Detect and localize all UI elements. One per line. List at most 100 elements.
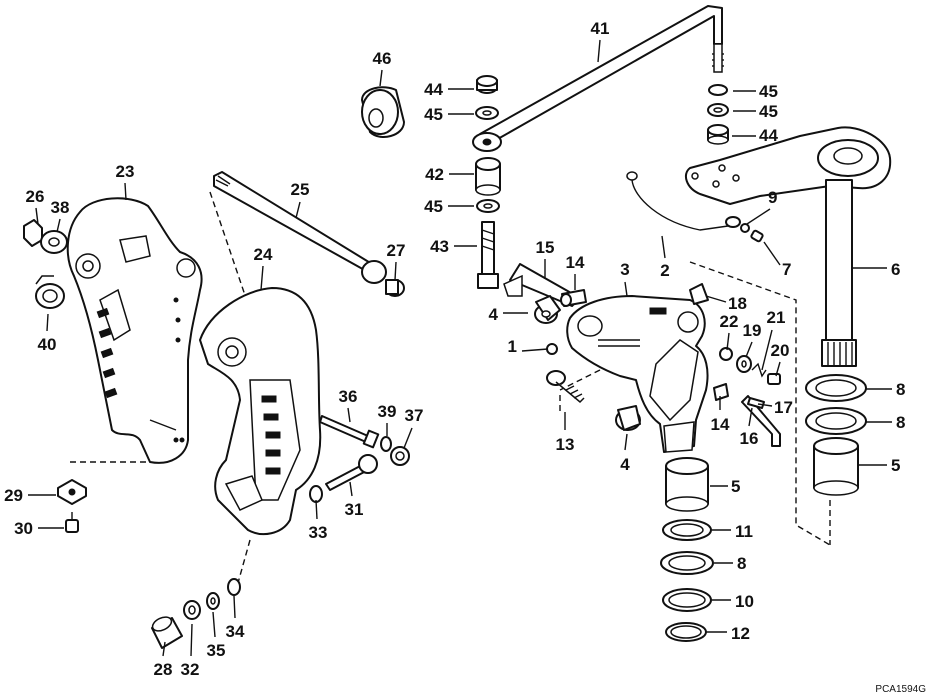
bushing-27 bbox=[385, 279, 405, 297]
washer-45-upper-left bbox=[475, 106, 499, 120]
callout-leader-c22 bbox=[726, 332, 730, 351]
bushing-42 bbox=[475, 157, 501, 196]
bushing-4-upper bbox=[534, 295, 561, 324]
washer-8-middle bbox=[805, 407, 867, 435]
clamp-bracket-left bbox=[66, 197, 203, 464]
callout-label-c12: 12 bbox=[731, 624, 750, 643]
steering-link-rod-41 bbox=[472, 5, 724, 152]
clamp-bracket-right bbox=[199, 287, 322, 536]
bushing-28 bbox=[151, 616, 183, 649]
bearing-5-left bbox=[665, 457, 709, 512]
retaining-ring-12 bbox=[665, 622, 707, 642]
bearing-5-right bbox=[813, 437, 859, 496]
callout-label-c7: 7 bbox=[782, 260, 791, 279]
callout-label-c10: 10 bbox=[735, 592, 754, 611]
callout-label-c19: 19 bbox=[743, 321, 762, 340]
bolt-31 bbox=[325, 454, 378, 491]
callout-label-c3: 3 bbox=[620, 260, 629, 279]
callout-label-c37: 37 bbox=[405, 406, 424, 425]
screw-7 bbox=[750, 229, 764, 243]
washer-33 bbox=[309, 485, 323, 503]
callout-leader-c16 bbox=[748, 407, 753, 427]
pin-14-upper bbox=[560, 289, 587, 307]
callout-leader-c17 bbox=[757, 403, 773, 407]
callout-label-c25: 25 bbox=[291, 180, 310, 199]
callout-label-c43: 43 bbox=[430, 237, 449, 256]
callout-label-c15: 15 bbox=[536, 238, 555, 257]
callout-label-c6: 6 bbox=[891, 260, 900, 279]
callout-label-c14a: 14 bbox=[566, 253, 585, 272]
roller-46 bbox=[361, 86, 405, 138]
clamp-plate-29 bbox=[57, 479, 87, 505]
callout-leader-c38 bbox=[56, 218, 61, 233]
tilt-tube-25 bbox=[213, 171, 387, 284]
callout-label-c45d: 45 bbox=[759, 102, 778, 121]
callout-label-c44a: 44 bbox=[424, 80, 443, 99]
callout-leader-c41 bbox=[597, 39, 601, 63]
nut-44-right bbox=[707, 124, 729, 145]
washer-19 bbox=[736, 355, 752, 373]
steering-arm-shaft-6 bbox=[684, 126, 892, 367]
callout-label-c8c: 8 bbox=[737, 554, 746, 573]
callout-leader-c36 bbox=[347, 407, 351, 423]
washer-34 bbox=[227, 578, 241, 596]
callout-leader-c27 bbox=[394, 261, 397, 281]
callout-label-c39: 39 bbox=[378, 402, 397, 421]
callout-label-c18: 18 bbox=[728, 294, 747, 313]
callout-label-c46: 46 bbox=[373, 49, 392, 68]
callout-leader-c35 bbox=[212, 611, 216, 638]
washer-9 bbox=[740, 223, 750, 233]
callout-labels: 1234455678889101112131414151617181920212… bbox=[4, 19, 905, 679]
callout-leader-c33 bbox=[315, 499, 318, 520]
callout-label-c11: 11 bbox=[735, 522, 753, 541]
figure-reference-code: PCA1594G bbox=[875, 684, 926, 695]
callout-label-c4a: 4 bbox=[489, 305, 499, 324]
pin-14-lower bbox=[713, 383, 729, 401]
callout-label-c41: 41 bbox=[591, 19, 610, 38]
callout-label-c32: 32 bbox=[181, 660, 200, 679]
callout-leader-c31 bbox=[349, 481, 353, 497]
nut-37 bbox=[390, 446, 410, 466]
callout-label-c31: 31 bbox=[345, 500, 364, 519]
nut-38 bbox=[40, 230, 68, 254]
washer-8-upper bbox=[805, 374, 867, 402]
callout-leader-c32 bbox=[190, 623, 193, 657]
fitting-1 bbox=[546, 343, 558, 355]
tilt-lock-13 bbox=[546, 370, 585, 404]
spring-18 bbox=[689, 283, 709, 305]
grease-fitting-26 bbox=[23, 219, 43, 247]
nut-44-left bbox=[476, 75, 498, 94]
bushing-22 bbox=[719, 347, 733, 361]
washer-35 bbox=[206, 592, 220, 610]
screw-20 bbox=[767, 373, 781, 385]
callout-leader-c19 bbox=[745, 341, 753, 358]
callout-label-c9: 9 bbox=[768, 188, 777, 207]
callout-leader-c34 bbox=[233, 595, 236, 619]
callout-label-c1: 1 bbox=[508, 337, 517, 356]
callout-label-c45b: 45 bbox=[424, 197, 443, 216]
callout-label-c14b: 14 bbox=[711, 415, 730, 434]
callout-leader-c28 bbox=[162, 641, 166, 657]
callout-label-c4b: 4 bbox=[620, 455, 630, 474]
screw-30 bbox=[65, 512, 79, 533]
callout-label-c27: 27 bbox=[387, 241, 406, 260]
callout-leader-c9 bbox=[746, 208, 771, 225]
callout-label-c33: 33 bbox=[309, 523, 328, 542]
callout-label-c42: 42 bbox=[425, 165, 444, 184]
pin-17 bbox=[747, 397, 765, 409]
callout-leader-c1 bbox=[521, 348, 549, 352]
callout-label-c29: 29 bbox=[4, 486, 23, 505]
washer-45-lower-left bbox=[476, 199, 500, 213]
callout-leader-c25 bbox=[295, 201, 301, 219]
callout-leader-c7 bbox=[763, 241, 781, 266]
ground-strap-2 bbox=[626, 171, 741, 231]
callout-label-c17: 17 bbox=[774, 398, 793, 417]
callout-label-c45a: 45 bbox=[424, 105, 443, 124]
plug-40 bbox=[35, 275, 65, 309]
callout-label-c30: 30 bbox=[14, 519, 33, 538]
callout-label-c28: 28 bbox=[154, 660, 173, 679]
callout-label-c35: 35 bbox=[207, 641, 226, 660]
callout-label-c24: 24 bbox=[254, 245, 273, 264]
callout-label-c5b: 5 bbox=[891, 456, 900, 475]
callout-label-c2: 2 bbox=[660, 261, 669, 280]
